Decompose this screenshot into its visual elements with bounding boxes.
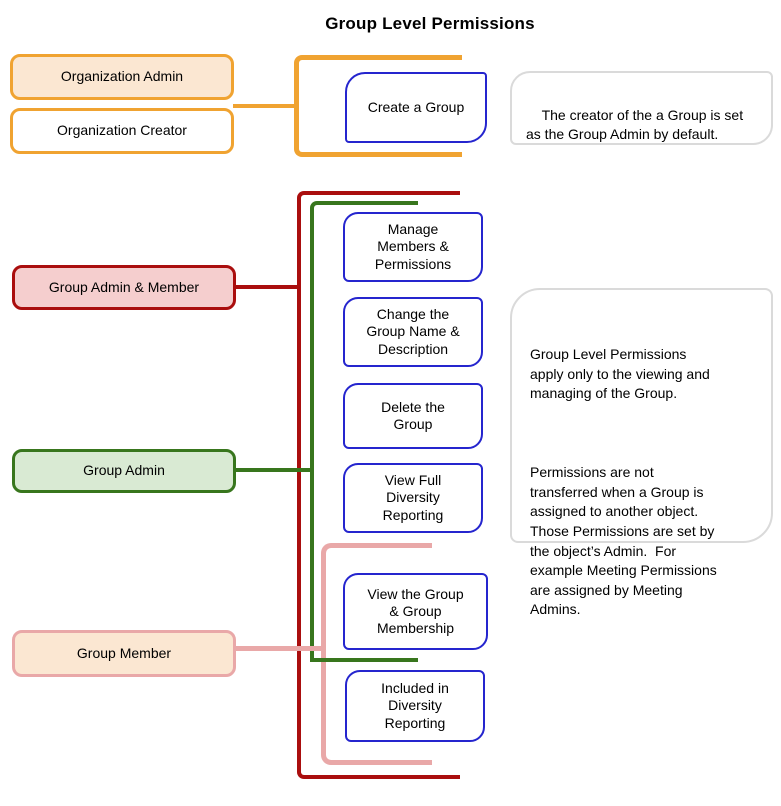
note-creator-default-admin-text: The creator of the a Group is set as the… bbox=[526, 106, 744, 143]
role-organization-creator: Organization Creator bbox=[10, 108, 234, 154]
green-bracket bbox=[310, 201, 418, 662]
permission-delete-group: Delete the Group bbox=[343, 383, 483, 449]
pink-connector-line bbox=[236, 646, 324, 651]
permission-create-a-group-label: Create a Group bbox=[367, 98, 465, 115]
role-group-member-label: Group Member bbox=[76, 644, 172, 661]
role-group-admin-and-member: Group Admin & Member bbox=[12, 265, 236, 310]
permission-view-group-membership: View the Group & Group Membership bbox=[343, 573, 488, 650]
role-group-admin: Group Admin bbox=[12, 449, 236, 493]
diagram-title: Group Level Permissions bbox=[325, 14, 535, 33]
note-permissions-scope-paragraph-1: Group Level Permissions apply only to th… bbox=[530, 346, 710, 402]
role-group-admin-and-member-label: Group Admin & Member bbox=[48, 278, 200, 295]
permission-included-diversity-label: Included in Diversity Reporting bbox=[381, 680, 449, 731]
role-organization-admin-label: Organization Admin bbox=[60, 68, 184, 85]
note-permissions-scope: Group Level Permissions apply only to th… bbox=[510, 288, 773, 617]
pink-bracket bbox=[321, 543, 432, 765]
note-creator-default-admin: The creator of the a Group is set as the… bbox=[510, 71, 773, 145]
role-organization-creator-label: Organization Creator bbox=[57, 122, 187, 139]
permission-view-full-diversity: View Full Diversity Reporting bbox=[343, 463, 483, 533]
green-connector-line bbox=[236, 468, 313, 472]
permission-manage-members: Manage Members & Permissions bbox=[343, 212, 483, 282]
permission-included-diversity: Included in Diversity Reporting bbox=[345, 670, 485, 742]
permission-view-full-diversity-label: View Full Diversity Reporting bbox=[382, 472, 444, 523]
role-group-member: Group Member bbox=[12, 630, 236, 677]
green-bracket-bottom-line bbox=[310, 658, 418, 662]
permission-view-group-membership-label: View the Group & Group Membership bbox=[367, 585, 464, 637]
note-permissions-scope-paragraph-2: Permissions are not transferred when a G… bbox=[530, 464, 717, 618]
role-group-admin-label: Group Admin bbox=[83, 462, 165, 479]
role-organization-admin: Organization Admin bbox=[10, 54, 234, 100]
permission-manage-members-label: Manage Members & Permissions bbox=[374, 221, 452, 272]
permission-change-name-description: Change the Group Name & Description bbox=[343, 297, 483, 367]
permission-create-a-group: Create a Group bbox=[345, 72, 487, 143]
permission-delete-group-label: Delete the Group bbox=[381, 398, 445, 432]
permission-change-name-description-label: Change the Group Name & Description bbox=[366, 306, 460, 357]
orange-bracket bbox=[294, 55, 462, 157]
red-connector-line bbox=[236, 285, 299, 289]
red-bracket bbox=[297, 191, 460, 779]
orange-connector-line bbox=[233, 104, 294, 108]
